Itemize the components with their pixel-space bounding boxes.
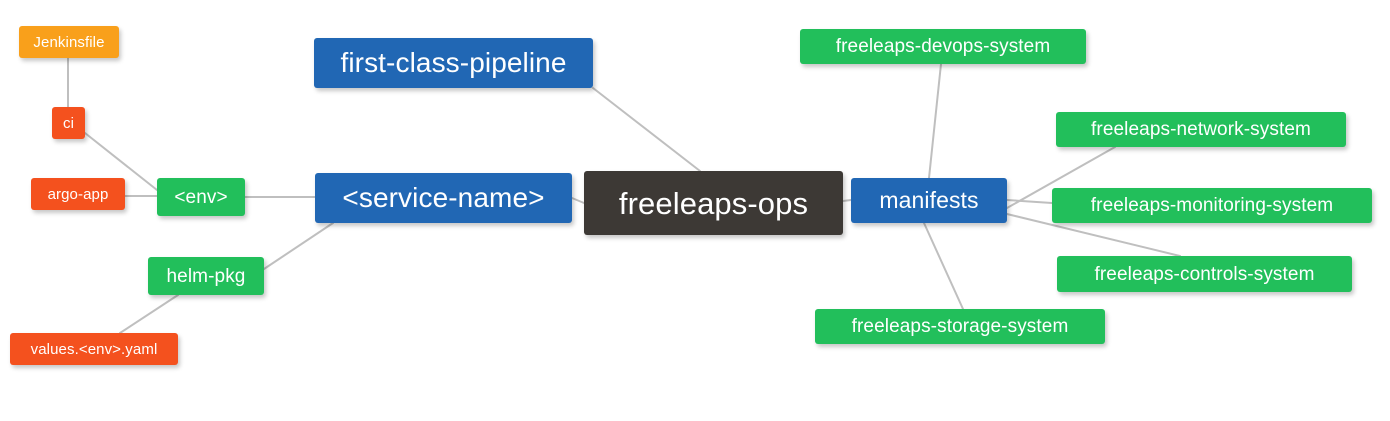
mindmap-node-service-name[interactable]: <service-name> <box>315 173 572 223</box>
mindmap-node-values-yaml[interactable]: values.<env>.yaml <box>10 333 178 365</box>
mindmap-node-network-system[interactable]: freeleaps-network-system <box>1056 112 1346 147</box>
edge-root-to-manifests <box>842 199 852 202</box>
edge-manifests-to-devops-system <box>928 63 942 179</box>
mindmap-node-jenkinsfile[interactable]: Jenkinsfile <box>19 26 119 58</box>
mindmap-node-helm-pkg[interactable]: helm-pkg <box>148 257 264 295</box>
mindmap-node-storage-system[interactable]: freeleaps-storage-system <box>815 309 1105 344</box>
mindmap-node-monitoring-system[interactable]: freeleaps-monitoring-system <box>1052 188 1372 223</box>
mindmap-node-label: <env> <box>174 186 228 208</box>
edge-manifests-to-storage-system <box>923 222 964 310</box>
edge-service-name-to-helm-pkg <box>263 222 334 270</box>
mindmap-node-controls-system[interactable]: freeleaps-controls-system <box>1057 256 1352 292</box>
mindmap-node-label: freeleaps-controls-system <box>1094 263 1315 285</box>
mindmap-node-label: manifests <box>879 187 979 213</box>
mindmap-node-label: ci <box>62 114 75 132</box>
mindmap-node-devops-system[interactable]: freeleaps-devops-system <box>800 29 1086 64</box>
mindmap-node-label: freeleaps-ops <box>618 185 809 221</box>
mindmap-node-label: Jenkinsfile <box>33 33 105 51</box>
edge-root-to-first-class-pipeline <box>592 87 701 172</box>
mindmap-node-label: freeleaps-network-system <box>1091 119 1311 140</box>
mindmap-node-label: helm-pkg <box>166 265 246 287</box>
mindmap-node-first-class-pipeline[interactable]: first-class-pipeline <box>314 38 593 88</box>
edge-helm-pkg-to-values-yaml <box>119 294 179 334</box>
mindmap-node-label: first-class-pipeline <box>340 47 567 78</box>
mindmap-node-label: freeleaps-storage-system <box>851 316 1069 337</box>
mindmap-node-label: <service-name> <box>342 182 545 213</box>
mindmap-node-manifests[interactable]: manifests <box>851 178 1007 223</box>
mindmap-node-label: values.<env>.yaml <box>30 340 158 358</box>
mindmap-node-env[interactable]: <env> <box>157 178 245 216</box>
edge-manifests-to-monitoring-system <box>1006 199 1053 204</box>
mindmap-node-label: argo-app <box>47 185 109 203</box>
mindmap-node-label: freeleaps-devops-system <box>835 36 1051 57</box>
mindmap-node-argo-app[interactable]: argo-app <box>31 178 125 210</box>
edge-root-to-service-name <box>571 197 585 204</box>
mindmap-node-root[interactable]: freeleaps-ops <box>584 171 843 235</box>
mindmap-node-label: freeleaps-monitoring-system <box>1090 195 1334 216</box>
mindmap-node-ci[interactable]: ci <box>52 107 85 139</box>
